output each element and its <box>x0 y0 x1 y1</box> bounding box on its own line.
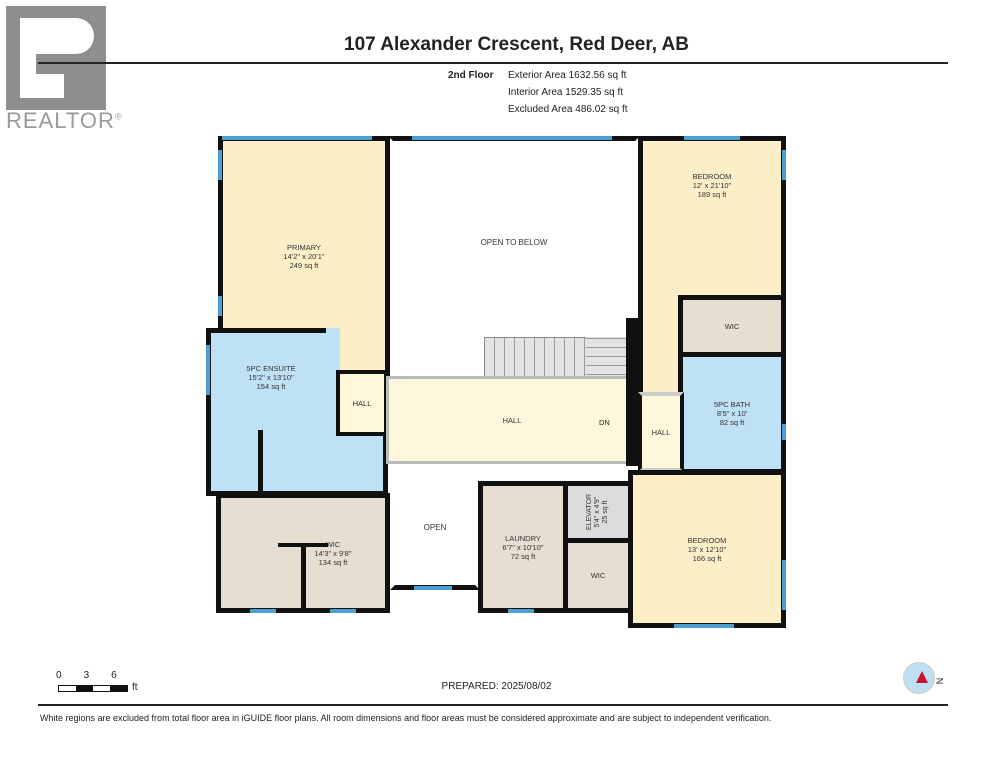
window <box>412 136 612 140</box>
room-wic-right: WIC <box>678 295 786 357</box>
window <box>250 609 276 613</box>
disclaimer: White regions are excluded from total fl… <box>40 713 772 723</box>
room-ensuite-annex <box>258 430 388 496</box>
room-hall-left: HALL <box>336 370 388 436</box>
window <box>218 150 222 180</box>
window <box>508 609 534 613</box>
divider <box>38 704 948 706</box>
room-hall-right: HALL <box>638 392 684 472</box>
window <box>222 136 372 140</box>
page-title: 107 Alexander Crescent, Red Deer, AB <box>344 34 689 55</box>
window <box>674 624 734 628</box>
room-open: OPEN <box>390 464 480 590</box>
scale-bar <box>58 685 128 692</box>
window <box>206 345 210 395</box>
scale-unit: ft <box>132 682 138 693</box>
wall <box>301 543 306 609</box>
divider <box>38 62 948 64</box>
exterior-area: Exterior Area 1632.56 sq ft <box>508 70 627 81</box>
window <box>684 136 740 140</box>
room-wic-small: WIC <box>563 538 633 613</box>
stairs-down-label: DN <box>599 418 610 427</box>
interior-area: Interior Area 1529.35 sq ft <box>508 87 624 98</box>
window <box>782 560 786 610</box>
window <box>330 609 356 613</box>
compass-north-label: N <box>934 677 945 685</box>
compass-icon <box>903 662 935 694</box>
window <box>218 296 222 316</box>
window <box>782 424 786 440</box>
prepared-date: PREPARED: 2025/08/02 <box>441 681 552 692</box>
wall <box>626 318 638 466</box>
window <box>414 586 452 590</box>
excluded-area: Excluded Area 486.02 sq ft <box>508 104 628 115</box>
floor-label: 2nd Floor <box>448 70 494 81</box>
realtor-logo <box>6 6 106 110</box>
realtor-logo-text: REALTOR® <box>6 108 123 133</box>
window <box>782 150 786 180</box>
room-hall-center: HALL <box>386 376 638 464</box>
